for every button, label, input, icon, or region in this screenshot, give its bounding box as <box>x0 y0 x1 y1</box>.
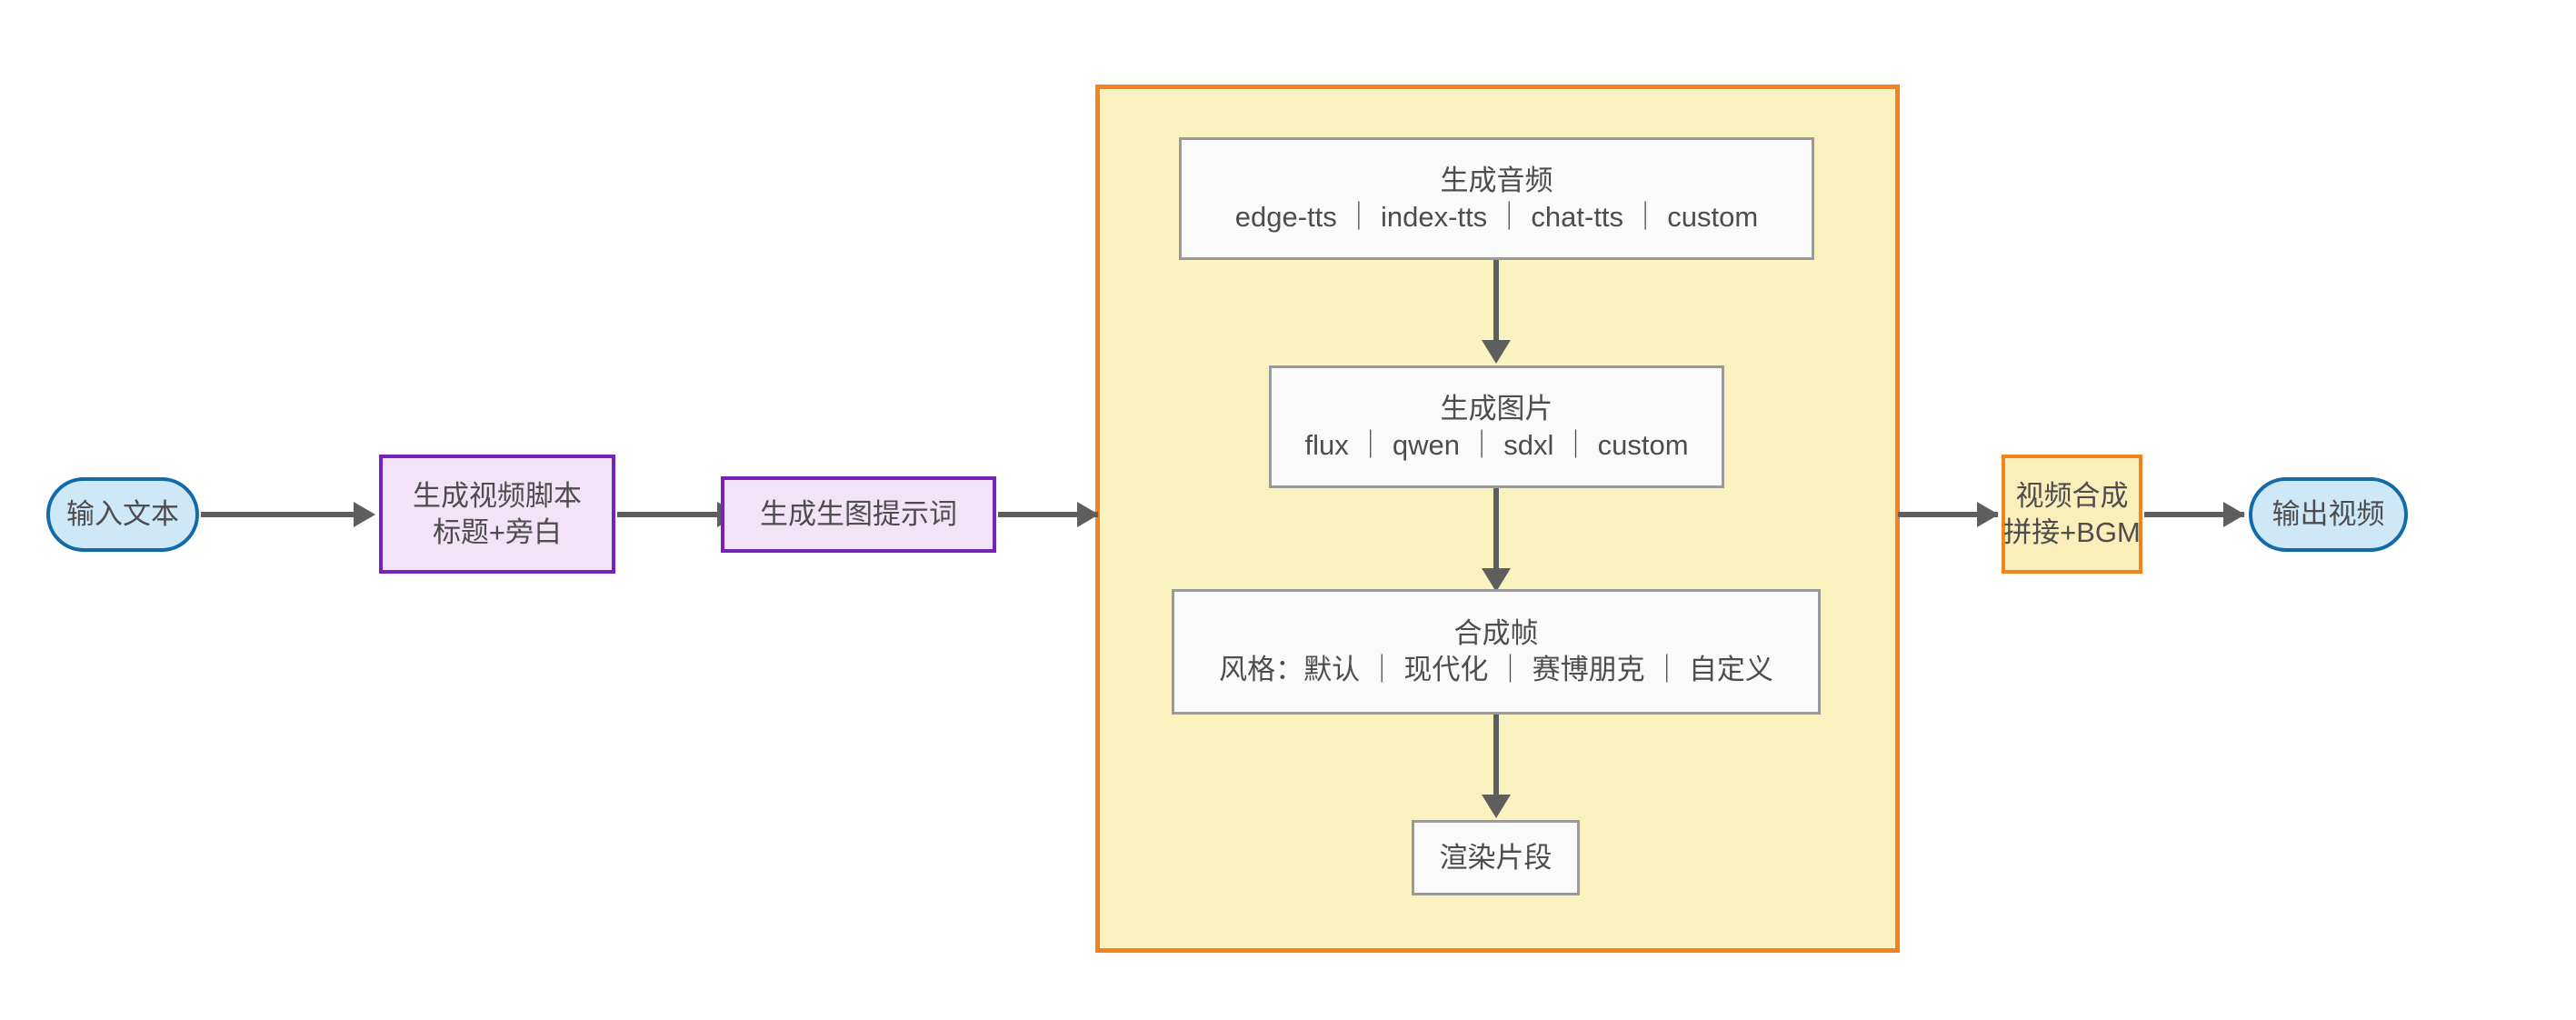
edge-merge-to-output <box>2144 512 2244 517</box>
arrowhead-frame-to-render <box>1482 795 1511 818</box>
node-compose-frame[interactable]: 合成帧 风格：默认 ｜ 现代化 ｜ 赛博朋克 ｜ 自定义 <box>1172 589 1821 715</box>
node-generate-prompt-label: 生成生图提示词 <box>760 498 957 531</box>
node-generate-script-line2: 标题+旁白 <box>432 515 563 548</box>
node-render-clip-label: 渲染片段 <box>1439 841 1553 874</box>
arrowhead-pipeline-to-merge <box>1977 502 1999 527</box>
node-input-text[interactable]: 输入文本 <box>46 477 199 552</box>
arrowhead-merge-to-output <box>2223 502 2245 527</box>
edge-image-to-frame <box>1493 488 1499 572</box>
arrowhead-image-to-frame <box>1482 568 1511 592</box>
node-output-video[interactable]: 输出视频 <box>2249 477 2408 552</box>
node-video-merge-line2: 拼接+BGM <box>2003 515 2141 548</box>
node-generate-prompt[interactable]: 生成生图提示词 <box>721 476 996 553</box>
node-generate-image-line1: 生成图片 <box>1440 392 1553 425</box>
edge-frame-to-render <box>1493 715 1499 798</box>
node-generate-image-line2: flux ｜ qwen ｜ sdxl ｜ custom <box>1304 428 1689 461</box>
node-compose-frame-line2: 风格：默认 ｜ 现代化 ｜ 赛博朋克 ｜ 自定义 <box>1219 654 1773 685</box>
node-generate-audio-line1: 生成音频 <box>1440 164 1553 196</box>
edge-pipeline-to-merge <box>1898 512 1998 517</box>
node-input-text-label: 输入文本 <box>66 498 179 531</box>
node-generate-audio-line2: edge-tts ｜ index-tts ｜ chat-tts ｜ custom <box>1234 200 1759 233</box>
arrowhead-prompt-to-pipeline <box>1077 502 1099 527</box>
edge-audio-to-image <box>1493 260 1499 344</box>
node-video-merge[interactable]: 视频合成 拼接+BGM <box>2002 455 2142 574</box>
edge-prompt-to-pipeline <box>998 512 1098 517</box>
arrowhead-input-to-script <box>354 502 375 527</box>
node-video-merge-line1: 视频合成 <box>2015 479 2129 512</box>
node-generate-script-line1: 生成视频脚本 <box>413 479 582 512</box>
edge-input-to-script <box>201 512 355 517</box>
node-output-video-label: 输出视频 <box>2271 498 2385 531</box>
node-render-clip[interactable]: 渲染片段 <box>1412 820 1580 895</box>
node-generate-image[interactable]: 生成图片 flux ｜ qwen ｜ sdxl ｜ custom <box>1269 365 1724 488</box>
node-generate-script[interactable]: 生成视频脚本 标题+旁白 <box>379 455 615 574</box>
edge-script-to-prompt <box>617 512 719 517</box>
node-compose-frame-line1: 合成帧 <box>1453 617 1539 650</box>
arrowhead-audio-to-image <box>1482 340 1511 364</box>
node-generate-audio[interactable]: 生成音频 edge-tts ｜ index-tts ｜ chat-tts ｜ c… <box>1179 137 1814 260</box>
